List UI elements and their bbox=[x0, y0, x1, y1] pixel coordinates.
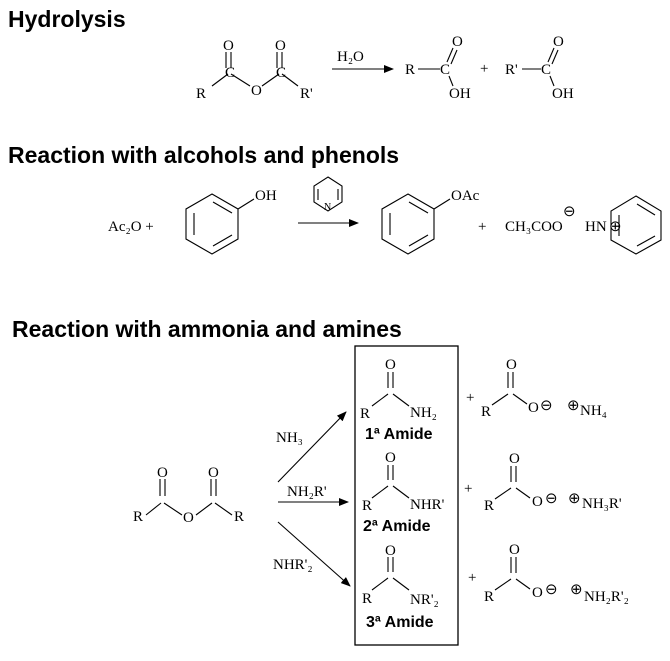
phenol-structure: OH bbox=[185, 188, 277, 255]
atom-c: C bbox=[440, 62, 450, 78]
atom-r: R bbox=[360, 406, 370, 422]
atom-r: R bbox=[133, 509, 143, 525]
acid-structure-2: R' C O OH bbox=[505, 34, 574, 102]
pyridinium-ring bbox=[610, 195, 662, 255]
heading-hydrolysis: Hydrolysis bbox=[8, 6, 126, 32]
label-primary-amide: 1ª Amide bbox=[365, 426, 433, 443]
atom-r: R bbox=[234, 509, 244, 525]
atom-o: O bbox=[385, 543, 396, 559]
anhydride-structure-amines: R O O O R bbox=[133, 465, 244, 526]
atom-o: O bbox=[509, 542, 520, 558]
dialkylammonium-ion: NH₂R'₂ bbox=[584, 589, 629, 605]
reagent-primary-amine: NH₂R' bbox=[287, 484, 327, 500]
amide-products-box bbox=[354, 345, 459, 646]
acetoxy-group: OAc bbox=[451, 188, 480, 204]
reagent-ammonia: NH₃ bbox=[276, 430, 303, 446]
acetic-anhydride-label: Ac₂O + bbox=[108, 219, 154, 235]
acid-structure-1: R C O OH bbox=[405, 34, 471, 102]
atom-c: C bbox=[541, 62, 551, 78]
plus-sign: + bbox=[468, 570, 476, 586]
atom-r: R bbox=[484, 589, 494, 605]
negative-charge-icon: ⊖ bbox=[545, 491, 558, 507]
atom-o: O bbox=[385, 357, 396, 373]
reagent-secondary-amine: NHR'₂ bbox=[273, 557, 313, 573]
atom-o: O bbox=[208, 465, 219, 481]
pyridine-catalyst: N bbox=[313, 176, 343, 213]
arrow-to-primary-amide bbox=[277, 411, 347, 483]
positive-charge-icon: ⊕ bbox=[609, 219, 622, 235]
ammonium-ion: NH₄ bbox=[580, 403, 607, 419]
hydroxyl-group: OH bbox=[552, 86, 574, 102]
reagent-water: H₂O bbox=[337, 49, 364, 65]
atom-o: O bbox=[275, 38, 286, 54]
atom-r: R bbox=[196, 86, 206, 102]
atom-r-prime: R' bbox=[505, 62, 518, 78]
ammonium-carboxylate-salt: + R O O ⊖ ⊕ NH₄ bbox=[466, 357, 607, 420]
anhydride-structure-hydrolysis: R O C O O C R' bbox=[196, 38, 313, 102]
negative-charge-icon: ⊖ bbox=[563, 204, 576, 220]
carboxylate-oxygen: O bbox=[532, 585, 543, 601]
label-secondary-amide: 2ª Amide bbox=[363, 518, 431, 535]
atom-c: C bbox=[276, 65, 286, 81]
secondary-amide-structure: O R NHR' 2ª Amide bbox=[362, 450, 445, 535]
negative-charge-icon: ⊖ bbox=[545, 582, 558, 598]
atom-r-prime: R' bbox=[300, 86, 313, 102]
atom-o: O bbox=[509, 451, 520, 467]
phenyl-acetate-structure: OAc bbox=[381, 188, 480, 255]
plus-sign: + bbox=[466, 390, 474, 406]
positive-charge-icon: ⊕ bbox=[567, 398, 580, 414]
bridge-o: O bbox=[183, 510, 194, 526]
dialkylammonium-carboxylate-salt: + R O O ⊖ ⊕ NH₂R'₂ bbox=[468, 542, 629, 605]
atom-r: R bbox=[362, 498, 372, 514]
hydroxyl-group: OH bbox=[449, 86, 471, 102]
primary-amide-structure: O R NH₂ 1ª Amide bbox=[360, 357, 437, 443]
atom-r: R bbox=[484, 498, 494, 514]
plus-sign: + bbox=[480, 61, 488, 77]
pyridine-nitrogen: N bbox=[324, 202, 331, 213]
atom-o: O bbox=[157, 465, 168, 481]
atom-o: O bbox=[223, 38, 234, 54]
label-tertiary-amide: 3ª Amide bbox=[366, 614, 434, 631]
plus-sign: + bbox=[478, 219, 486, 235]
arrow-to-tertiary-amide bbox=[277, 521, 351, 587]
tertiary-amide-structure: O R NR'₂ 3ª Amide bbox=[362, 543, 439, 631]
dialkylamino-group: NR'₂ bbox=[410, 592, 439, 608]
alkylamino-group: NHR' bbox=[410, 497, 445, 513]
hydroxyl-group: OH bbox=[255, 188, 277, 204]
alkylammonium-carboxylate-salt: + R O O ⊖ ⊕ NH₃R' bbox=[464, 451, 622, 514]
carboxylate-oxygen: O bbox=[528, 400, 539, 416]
atom-o: O bbox=[385, 450, 396, 466]
carboxylate-oxygen: O bbox=[532, 494, 543, 510]
amino-group: NH₂ bbox=[410, 405, 437, 421]
pyridinium-nh: HN bbox=[585, 219, 607, 235]
negative-charge-icon: ⊖ bbox=[540, 398, 553, 414]
atom-r: R bbox=[405, 62, 415, 78]
atom-o: O bbox=[506, 357, 517, 373]
heading-ammonia-amines: Reaction with ammonia and amines bbox=[12, 316, 402, 342]
positive-charge-icon: ⊕ bbox=[568, 491, 581, 507]
atom-c: C bbox=[225, 65, 235, 81]
alkylammonium-ion: NH₃R' bbox=[582, 496, 622, 512]
atom-r: R bbox=[481, 404, 491, 420]
heading-alcohols-phenols: Reaction with alcohols and phenols bbox=[8, 142, 399, 168]
bridge-o: O bbox=[251, 83, 262, 99]
acetate-ion: CH₃COO bbox=[505, 219, 563, 235]
atom-o: O bbox=[452, 34, 463, 50]
atom-r: R bbox=[362, 591, 372, 607]
positive-charge-icon: ⊕ bbox=[570, 582, 583, 598]
plus-sign: + bbox=[464, 481, 472, 497]
atom-o: O bbox=[553, 34, 564, 50]
